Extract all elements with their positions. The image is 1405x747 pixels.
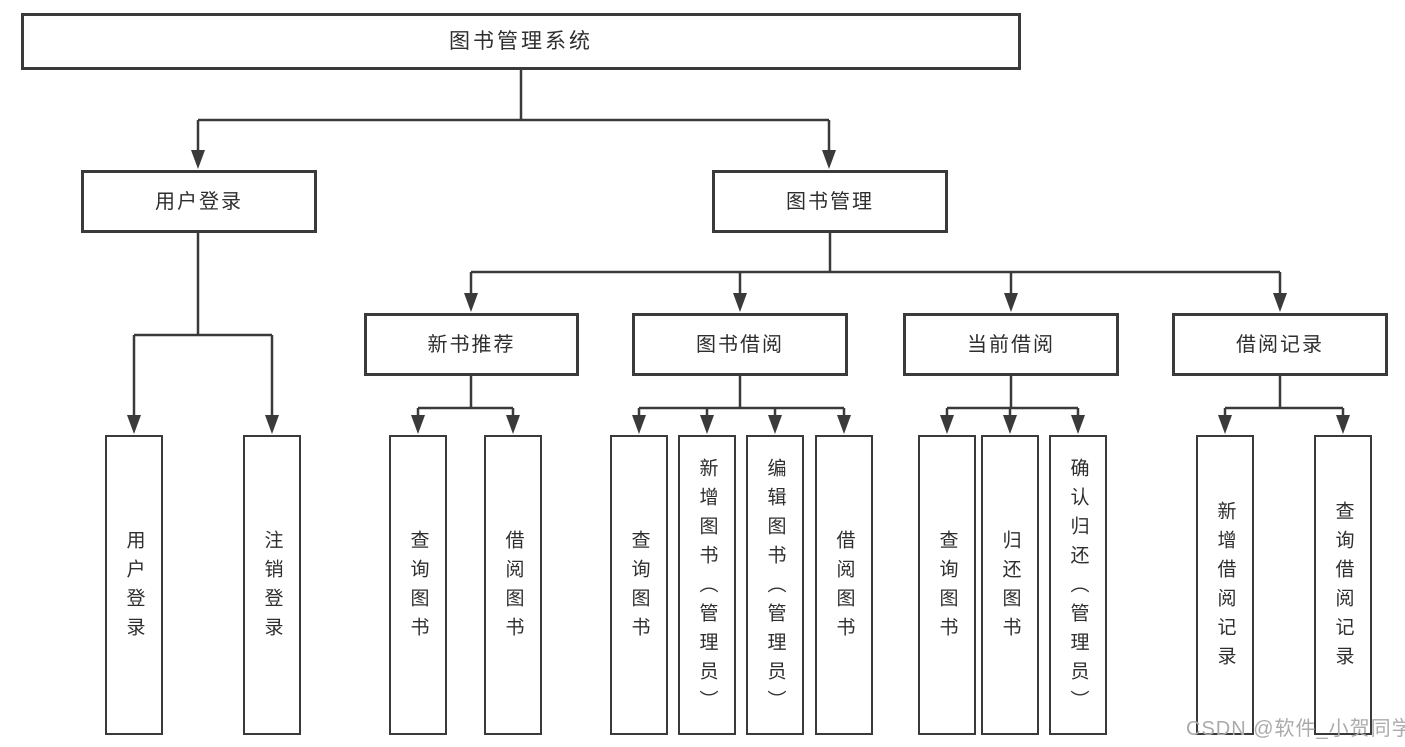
leaf-query-books-1: 查询图书 <box>389 435 447 735</box>
leaf-borrow-books-1: 借阅图书 <box>484 435 542 735</box>
leaf-query-books-2: 查询图书 <box>610 435 668 735</box>
node-book-borrow: 图书借阅 <box>632 313 848 376</box>
connector-user-login-children <box>132 233 274 417</box>
leaf-query-books-3: 查询图书 <box>918 435 976 735</box>
connector-borrow-record-children <box>1223 376 1345 417</box>
node-current-borrow: 当前借阅 <box>903 313 1119 376</box>
node-book-management: 图书管理 <box>712 170 948 233</box>
leaf-edit-book-admin: 编辑图书（管理员） <box>746 435 804 735</box>
node-user-login: 用户登录 <box>81 170 317 233</box>
leaf-add-borrow-record: 新增借阅记录 <box>1196 435 1254 735</box>
csdn-watermark: CSDN @软件_小贺同学 <box>1186 718 1405 740</box>
leaf-add-book-admin: 新增图书（管理员） <box>678 435 736 735</box>
connector-book-borrow-children <box>637 376 846 417</box>
leaf-confirm-return-admin: 确认归还（管理员） <box>1049 435 1107 735</box>
node-new-book-recommend: 新书推荐 <box>364 313 579 376</box>
node-borrow-records: 借阅记录 <box>1172 313 1388 376</box>
connector-root-to-level1 <box>196 69 831 152</box>
connector-new-book-children <box>416 376 515 417</box>
node-root: 图书管理系统 <box>21 13 1021 70</box>
leaf-query-borrow-record: 查询借阅记录 <box>1314 435 1372 735</box>
leaf-return-book: 归还图书 <box>981 435 1039 735</box>
connector-book-management-children <box>469 233 1282 296</box>
leaf-logout: 注销登录 <box>243 435 301 735</box>
arrowheads <box>127 150 1350 434</box>
connector-current-borrow-children <box>945 376 1080 417</box>
leaf-user-login: 用户登录 <box>105 435 163 735</box>
leaf-borrow-books-2: 借阅图书 <box>815 435 873 735</box>
